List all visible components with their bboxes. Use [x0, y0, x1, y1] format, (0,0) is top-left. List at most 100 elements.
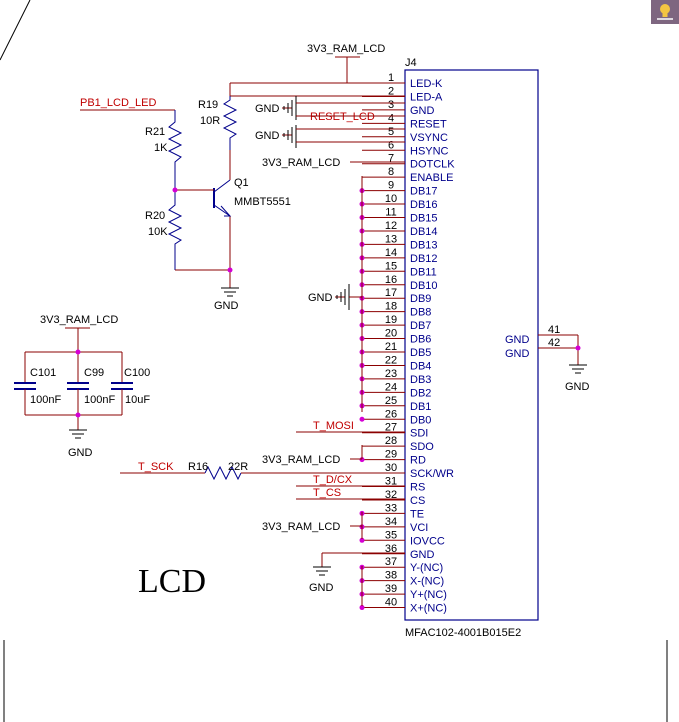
pin-name: CS	[410, 495, 425, 507]
junction-dot	[359, 416, 365, 422]
led-driver	[80, 82, 405, 288]
svg-text:GND: GND	[214, 300, 239, 312]
pin-name: DB4	[410, 360, 431, 372]
pin-number: 19	[385, 314, 397, 326]
pin-number: 10	[385, 193, 397, 205]
pin-name: DB8	[410, 307, 431, 319]
resistor-r21	[167, 110, 183, 190]
pin-number: 35	[385, 529, 397, 541]
pin-number: 25	[385, 395, 397, 407]
pin-name: RD	[410, 455, 426, 467]
pin-number: 15	[385, 260, 397, 272]
svg-text:GND: GND	[505, 334, 530, 346]
pin-name: DB6	[410, 334, 431, 346]
pin-number: 22	[385, 354, 397, 366]
pin-number: 31	[385, 476, 397, 488]
svg-text:GND: GND	[308, 292, 333, 304]
pin-number: 28	[385, 435, 397, 447]
lightbulb-icon	[657, 4, 673, 20]
pin-number: 29	[385, 449, 397, 461]
pin-name: ENABLE	[410, 172, 453, 184]
gnd-pin5: GND	[255, 125, 405, 148]
svg-text:C100: C100	[124, 367, 150, 379]
junction-dot	[359, 605, 365, 611]
pin-name: DB3	[410, 374, 431, 386]
pin-name: DB14	[410, 226, 438, 238]
sheet-title: LCD	[138, 563, 206, 600]
gnd-q1	[221, 287, 239, 297]
pin-number: 12	[385, 220, 397, 232]
svg-text:R21: R21	[145, 126, 165, 138]
resistor-r16	[204, 465, 242, 481]
svg-text:3V3_RAM_LCD: 3V3_RAM_LCD	[262, 521, 340, 533]
pin-name: DB17	[410, 186, 438, 198]
decoupling-caps: 3V3_RAM_LCD	[14, 314, 133, 439]
pin-number: 2	[388, 85, 394, 97]
pin-name: SDO	[410, 441, 434, 453]
pin-number: 14	[385, 247, 397, 259]
net-label-sck: T_SCK	[138, 461, 174, 473]
pin-number: 20	[385, 328, 397, 340]
pin-number: 30	[385, 462, 397, 474]
pin-number: 26	[385, 408, 397, 420]
svg-text:22R: 22R	[228, 461, 248, 473]
pin-name: LED-K	[410, 78, 443, 90]
pin-number: 24	[385, 381, 397, 393]
pin-number: 13	[385, 233, 397, 245]
right-pins: GND GND 41 42 GND	[505, 324, 590, 393]
pin-name: IOVCC	[410, 535, 445, 547]
svg-text:100nF: 100nF	[30, 394, 61, 406]
net-pwr-dotclk: 3V3_RAM_LCD	[262, 157, 340, 169]
svg-text:42: 42	[548, 337, 560, 349]
pin-number: 5	[388, 126, 394, 138]
svg-text:RESET_LCD: RESET_LCD	[310, 111, 375, 123]
pin-name: DB11	[410, 266, 437, 278]
pin-number: 7	[388, 153, 394, 165]
pin-number: 17	[385, 287, 397, 299]
svg-text:R19: R19	[198, 99, 218, 111]
svg-text:10uF: 10uF	[125, 394, 150, 406]
pin-name: DB5	[410, 347, 431, 359]
net-label-dcx: T_D/CX	[313, 474, 353, 486]
pin-number: 8	[388, 166, 394, 178]
pin-number: 3	[388, 99, 394, 111]
pin-number: 34	[385, 516, 397, 528]
pin-name: DB13	[410, 239, 438, 251]
svg-text:GND: GND	[255, 103, 280, 115]
pin-number: 27	[385, 422, 397, 434]
pin-name: RS	[410, 482, 425, 494]
connector-body	[404, 69, 539, 621]
svg-text:3V3_RAM_LCD: 3V3_RAM_LCD	[40, 314, 118, 326]
pin-number: 40	[385, 597, 397, 609]
pin-name: DB15	[410, 213, 438, 225]
svg-text:GND: GND	[505, 348, 530, 360]
pin-number: 6	[388, 139, 394, 151]
pin-name: DB2	[410, 387, 431, 399]
pin-name: TE	[410, 508, 424, 520]
svg-text:10K: 10K	[148, 226, 168, 238]
pin-number: 38	[385, 570, 397, 582]
svg-text:GND: GND	[565, 381, 590, 393]
pin-number: 23	[385, 368, 397, 380]
pin-number: 39	[385, 583, 397, 595]
net-label-mosi: T_MOSI	[313, 420, 354, 432]
pin-number: 18	[385, 301, 397, 313]
pin-name: VSYNC	[410, 132, 448, 144]
svg-text:10R: 10R	[200, 115, 220, 127]
svg-text:MMBT5551: MMBT5551	[234, 196, 291, 208]
svg-text:1K: 1K	[154, 142, 168, 154]
pin-name: DB7	[410, 320, 431, 332]
pin-name: SDI	[410, 428, 428, 440]
svg-text:41: 41	[548, 324, 560, 336]
svg-text:3V3_RAM_LCD: 3V3_RAM_LCD	[262, 454, 340, 466]
gnd-pin3: GND RESET_LCD	[255, 96, 405, 123]
pin-name: VCI	[410, 522, 428, 534]
pin-name: RESET	[410, 118, 447, 130]
svg-text:C101: C101	[30, 367, 56, 379]
pin-name: DB9	[410, 293, 431, 305]
net-label-cs: T_CS	[313, 487, 341, 499]
hint-button[interactable]	[651, 0, 679, 24]
net-label-led: PB1_LCD_LED	[80, 97, 156, 109]
